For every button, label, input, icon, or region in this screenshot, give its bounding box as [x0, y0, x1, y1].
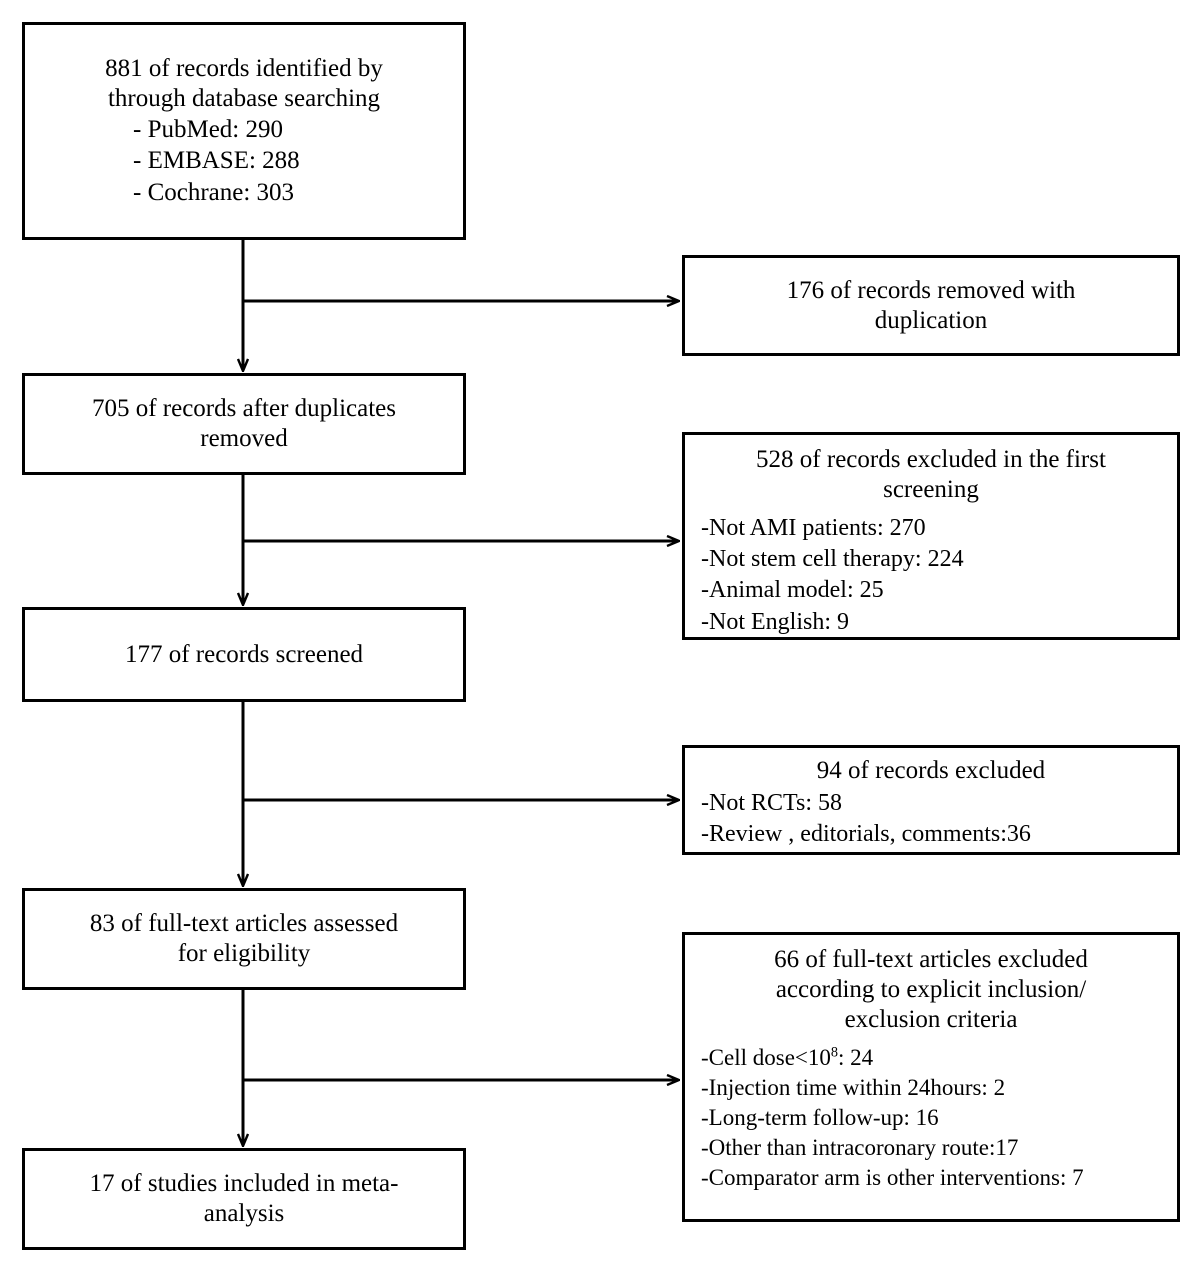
reason-not-english: -Not English: 9	[701, 608, 849, 635]
box-records-after-duplicates-title: 705 of records after duplicates removed	[91, 395, 397, 452]
box-records-identified: 881 of records identified by through dat…	[22, 22, 466, 240]
box-studies-included: 17 of studies included in meta- analysis	[22, 1148, 466, 1250]
box-studies-included-title: 17 of studies included in meta- analysis	[89, 1170, 399, 1227]
box-records-after-duplicates: 705 of records after duplicates removed	[22, 373, 466, 475]
box-records-excluded: 94 of records excluded -Not RCTs: 58 -Re…	[682, 745, 1180, 855]
reason-cell-dose: -Cell dose<108: 24	[685, 1043, 1177, 1073]
box-fulltext-excluded-reasons: -Cell dose<108: 24 -Injection time withi…	[685, 1043, 1177, 1192]
box-records-identified-sources: - PubMed: 290 - EMBASE: 288 - Cochrane: …	[25, 114, 463, 209]
reason-not-rcts: -Not RCTs: 58	[701, 790, 842, 816]
connector-screened-group	[243, 702, 678, 885]
reason-long-term-followup: -Long-term follow-up: 16	[701, 1104, 939, 1130]
reason-cell-dose-suffix: : 24	[838, 1045, 874, 1070]
connector-identified-group	[243, 240, 678, 370]
reason-non-intracoronary: -Other than intracoronary route:17	[701, 1134, 1019, 1160]
source-cochrane: - Cochrane: 303	[133, 178, 295, 206]
reason-cell-dose-exponent: 8	[830, 1044, 838, 1061]
box-duplicates-removed: 176 of records removed with duplication	[682, 255, 1180, 356]
box-excluded-first-screening-reasons: -Not AMI patients: 270 -Not stem cell th…	[685, 513, 1177, 638]
reason-cell-dose-prefix: -Cell dose<10	[701, 1045, 831, 1070]
box-excluded-first-screening: 528 of records excluded in the first scr…	[682, 432, 1180, 640]
box-fulltext-assessed-title: 83 of full-text articles assessed for el…	[89, 910, 399, 967]
box-records-excluded-title: 94 of records excluded	[816, 757, 1046, 784]
connector-afterdupes-group	[243, 475, 678, 604]
source-embase: - EMBASE: 288	[133, 147, 300, 175]
box-records-screened: 177 of records screened	[22, 607, 466, 702]
reason-comparator-arm: -Comparator arm is other interventions: …	[701, 1164, 1084, 1190]
reason-animal-model: -Animal model: 25	[701, 577, 884, 604]
box-fulltext-assessed: 83 of full-text articles assessed for el…	[22, 888, 466, 990]
reason-not-ami: -Not AMI patients: 270	[701, 515, 926, 541]
reason-injection-time: -Injection time within 24hours: 2	[701, 1074, 1006, 1100]
box-excluded-first-screening-title: 528 of records excluded in the first scr…	[756, 446, 1106, 503]
box-records-identified-title: 881 of records identified by through dat…	[105, 54, 383, 112]
reason-review-editorial: -Review , editorials, comments:36	[701, 821, 1031, 848]
box-records-screened-title: 177 of records screened	[124, 640, 364, 668]
box-records-excluded-reasons: -Not RCTs: 58 -Review , editorials, comm…	[685, 788, 1177, 850]
source-pubmed: - PubMed: 290	[133, 115, 283, 143]
connector-fulltext-group	[243, 990, 678, 1145]
box-fulltext-excluded-title: 66 of full-text articles excluded accord…	[774, 946, 1088, 1033]
box-fulltext-excluded: 66 of full-text articles excluded accord…	[682, 932, 1180, 1222]
reason-not-stem-cell: -Not stem cell therapy: 224	[701, 546, 964, 573]
box-duplicates-removed-title: 176 of records removed with duplication	[786, 276, 1076, 334]
